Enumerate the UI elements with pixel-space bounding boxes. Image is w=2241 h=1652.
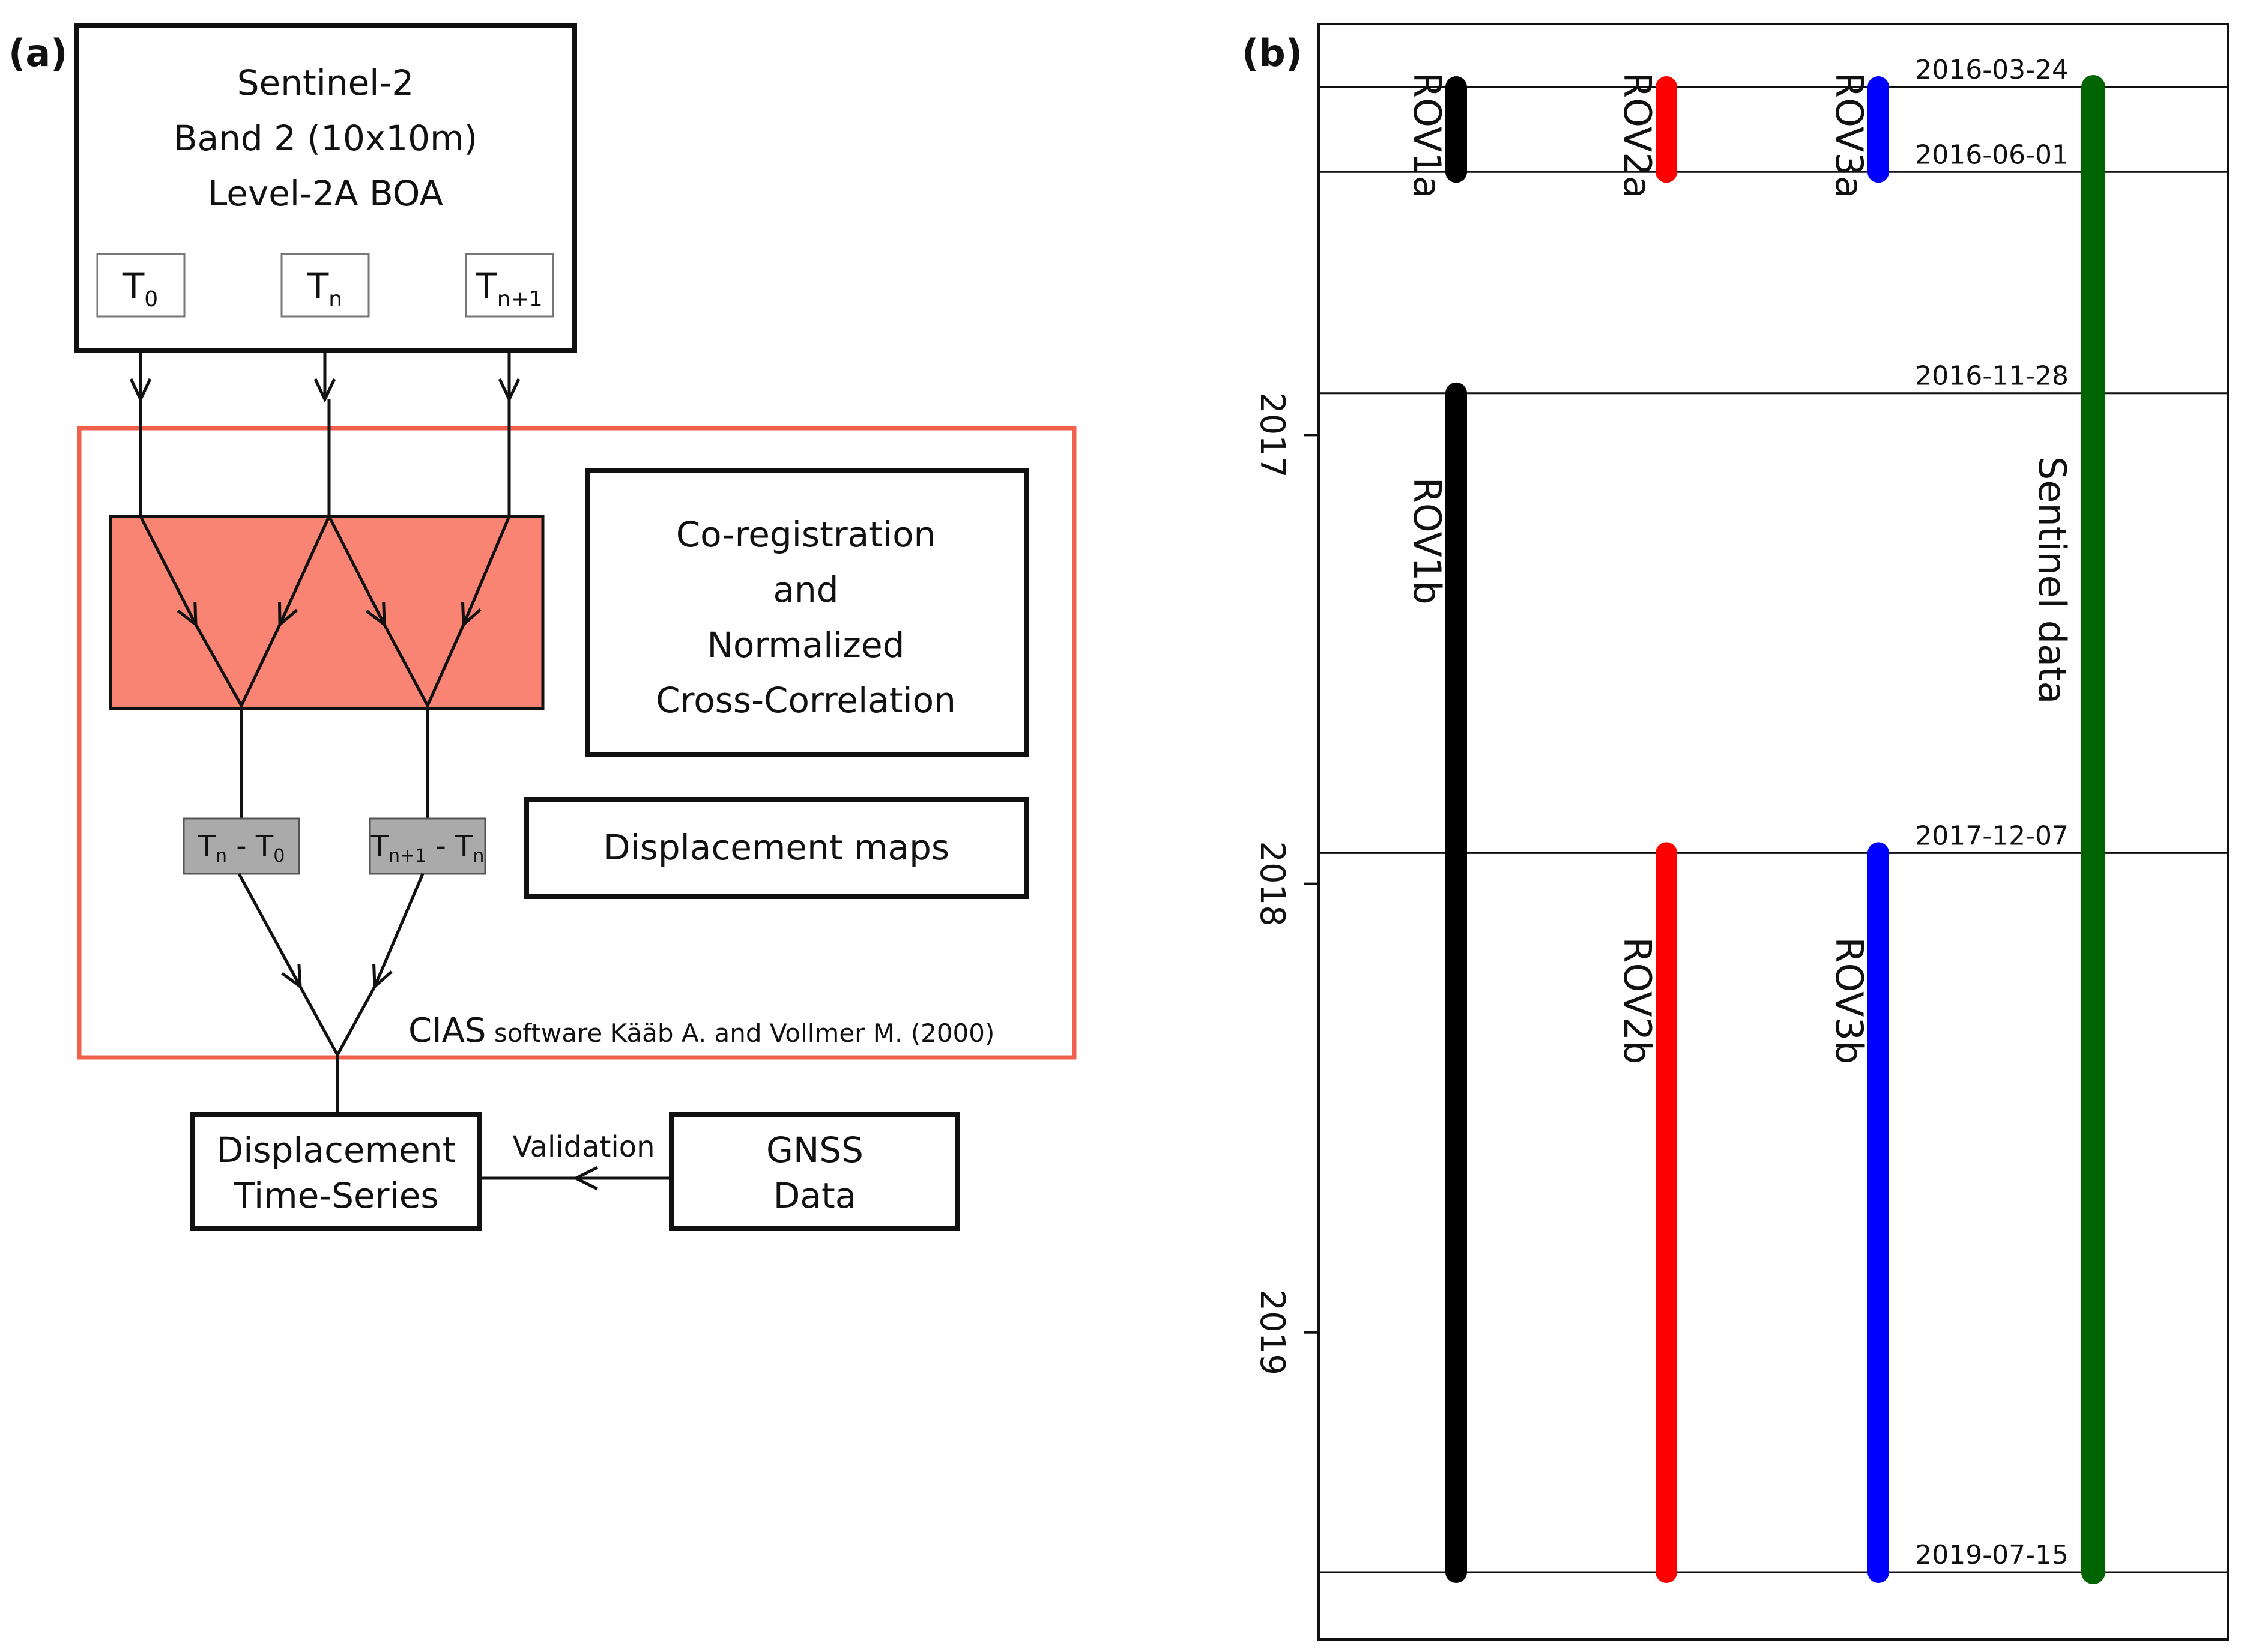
epoch-tn1-label: Tn+1 [475,265,542,312]
arrow-conv-4b [426,623,465,707]
arrow-conv-1b [194,623,243,707]
timeseries-box [190,1112,482,1231]
reference-date-label: 2017-12-07 [1915,820,2069,851]
correlation-block [109,515,545,710]
process-line-4: Cross-Correlation [656,680,956,721]
arrow-diff2-conv-b [336,985,377,1056]
epoch-box-tn [280,253,370,318]
reference-date-label: 2019-07-15 [1915,1540,2069,1570]
timeline-bar-label: ROV2a [1615,72,1659,199]
reference-date-label: 2016-03-24 [1915,55,2069,85]
timeline-bar-label: Sentinel data [2030,456,2074,704]
arrow-conv-3b [383,623,429,707]
diff-1-label: Tn - T0 [198,829,285,867]
timeline-bar-label: ROV3b [1827,937,1871,1064]
process-line-3: Normalized [707,625,905,665]
gnss-box [669,1112,960,1231]
arrow-validation-head [572,1166,599,1191]
arrow-diff2-conv [375,873,425,987]
panel-b: (b) 2016-03-24 2016-06-01 2016-11-28 2017-1… [1242,23,2229,1641]
timeline-bar-label: ROV2b [1615,937,1659,1064]
displacement-maps-box [524,797,1029,899]
y-axis-tick-label: 2017 [1253,392,1292,478]
displacement-maps-label: Displacement maps [603,827,949,868]
y-axis-tick-label: 2019 [1253,1290,1292,1376]
timeseries-line-1: Displacement [217,1130,456,1170]
epoch-t0-label: T0 [122,265,158,312]
validation-label: Validation [512,1130,655,1164]
cias-frame [77,426,1077,1060]
arrow-diff1-conv-b [298,985,339,1056]
epoch-tn-label: Tn [307,265,342,312]
epoch-box-tn1 [465,253,554,318]
diff-box-2 [369,817,486,875]
panel-b-label: (b) [1242,31,1302,75]
y-axis-tick-label: 2018 [1253,841,1292,927]
process-box [585,468,1029,757]
software-credit: CIAS software Kääb A. and Vollmer M. (20… [408,1011,994,1050]
timeline-layer: 2016-03-24 2016-06-01 2016-11-28 2017-12-07… [1253,55,2228,1584]
source-line-2: Band 2 (10x10m) [174,118,477,159]
epoch-box-t0 [96,253,186,318]
process-line-2: and [773,569,838,610]
timeline-bar-label: ROV3a [1827,72,1871,199]
gnss-line-1: GNSS [766,1130,863,1170]
arrow-conv-1 [139,515,196,625]
arrow-diff1-conv [237,873,300,987]
diff-2-label: Tn+1 - Tn [370,829,485,867]
panel-a-label: (a) [8,31,68,75]
source-line-3: Level-2A BOA [208,173,443,214]
reference-date-label: 2016-11-28 [1915,361,2069,392]
timeline-bar-label: ROV1a [1405,72,1449,199]
arrow-conv-2b [240,623,282,707]
arrow-conv-4 [464,516,511,625]
timeline-bar-label: ROV1b [1405,477,1449,605]
timeline-plot-area [1317,23,2229,1641]
gnss-line-2: Data [773,1175,857,1216]
timeseries-line-2: Time-Series [233,1175,438,1216]
arrow-conv-2 [280,515,331,625]
process-line-1: Co-registration [676,514,936,555]
panel-a: (a) Sentinel-2 Band 2 (10x10m) Level-2A … [8,23,1077,1231]
diff-box-1 [183,817,300,875]
arrow-conv-3 [327,515,384,625]
source-line-1: Sentinel-2 [237,62,414,103]
reference-date-label: 2016-06-01 [1915,139,2069,170]
